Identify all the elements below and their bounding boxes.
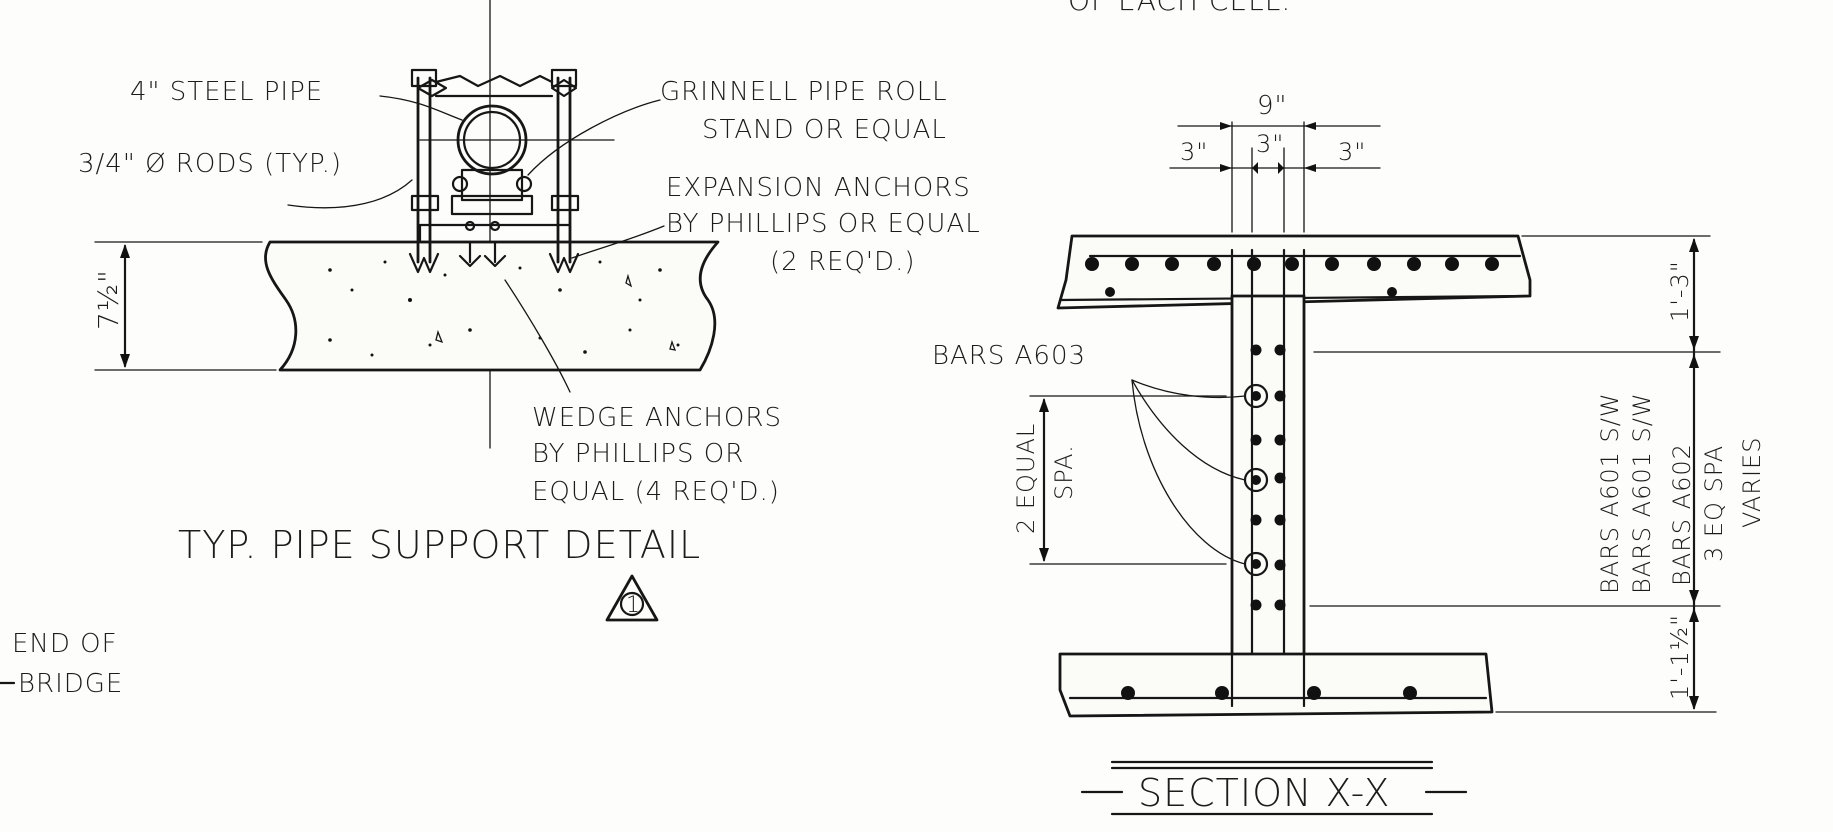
detail-title: TYP. PIPE SUPPORT DETAIL xyxy=(178,523,701,567)
concrete-slab xyxy=(264,240,720,372)
leader-steel-pipe xyxy=(379,95,463,121)
label-expansion-3: (2 REQ'D.) xyxy=(770,247,915,277)
slab-aggregate xyxy=(328,260,680,357)
right-note-1: BARS A601 S/W xyxy=(1596,392,1624,594)
detail-marker: 1 xyxy=(605,574,659,622)
top-crossbar xyxy=(434,74,554,88)
label-wedge-2: BY PHILLIPS OR xyxy=(532,439,744,469)
base-plate xyxy=(418,223,572,244)
dim-mid: 3" xyxy=(1256,130,1284,158)
rod-right-anchor xyxy=(548,252,580,274)
label-grinnell-1: GRINNELL PIPE ROLL xyxy=(660,77,948,107)
slab-dim-arrows xyxy=(120,244,130,368)
section-xx: 9" 3" 3" 3" xyxy=(932,91,1766,816)
right-note-2: BARS A601 S/W xyxy=(1628,392,1656,594)
top-note: OF EACH CELL. xyxy=(1068,0,1291,17)
dim-bottom-flange: 1'-1½" xyxy=(1666,614,1694,700)
dim-left: 3" xyxy=(1180,138,1208,166)
web xyxy=(1230,294,1306,706)
rod-nut-right xyxy=(550,68,578,88)
wedge-anchors xyxy=(458,240,507,268)
leader-a603-2 xyxy=(1131,379,1246,481)
bottom-flange xyxy=(1058,652,1494,718)
leader-expansion xyxy=(571,225,665,259)
label-steel-pipe: 4" STEEL PIPE xyxy=(130,77,323,107)
section-title: SECTION X-X xyxy=(1138,771,1391,815)
slab-dim-label: 7½" xyxy=(92,269,125,330)
right-note-5: VARIES xyxy=(1738,437,1766,528)
end-of-bridge-line2: BRIDGE xyxy=(18,669,123,699)
top-flange xyxy=(1056,234,1532,310)
label-grinnell-2: STAND OR EQUAL xyxy=(702,115,947,145)
dim-right: 3" xyxy=(1338,138,1366,166)
left-spacing-line1: 2 EQUAL xyxy=(1012,423,1040,534)
label-rods: 3/4" Ø RODS (TYP.) xyxy=(78,149,342,179)
left-spacing-line2: SPA. xyxy=(1050,444,1078,500)
dim-top-flange: 1'-3" xyxy=(1666,260,1694,322)
label-wedge-1: WEDGE ANCHORS xyxy=(532,403,782,433)
leader-a603-1 xyxy=(1131,379,1246,399)
end-of-bridge-note: END OF BRIDGE xyxy=(0,629,123,699)
rod-nut-left xyxy=(410,68,438,88)
leader-rods xyxy=(287,179,413,209)
label-bars-a603: BARS A603 xyxy=(932,341,1086,371)
leader-wedge xyxy=(504,279,571,393)
leader-grinnell xyxy=(527,99,661,176)
dim-total-width: 9" xyxy=(1257,91,1288,121)
leader-a603-3 xyxy=(1131,379,1246,565)
label-expansion-2: BY PHILLIPS OR EQUAL xyxy=(666,209,981,239)
web-bars xyxy=(1250,344,1286,611)
bottom-flange-bars xyxy=(1121,686,1417,700)
label-expansion-1: EXPANSION ANCHORS xyxy=(666,173,971,203)
detail-marker-number: 1 xyxy=(626,593,641,618)
right-note-3: BARS A602 xyxy=(1668,443,1696,586)
label-wedge-3: EQUAL (4 REQ'D.) xyxy=(532,477,780,507)
end-of-bridge-line1: END OF xyxy=(12,629,118,659)
right-note-4: 3 EQ SPA xyxy=(1700,445,1728,562)
roll-stand xyxy=(460,168,524,202)
pipe-support-detail: OF EACH CELL. 7½" xyxy=(78,0,1291,622)
rod-left-anchor xyxy=(408,252,440,274)
top-flange-bars xyxy=(1085,257,1499,297)
section-title-block: SECTION X-X xyxy=(1080,760,1468,816)
